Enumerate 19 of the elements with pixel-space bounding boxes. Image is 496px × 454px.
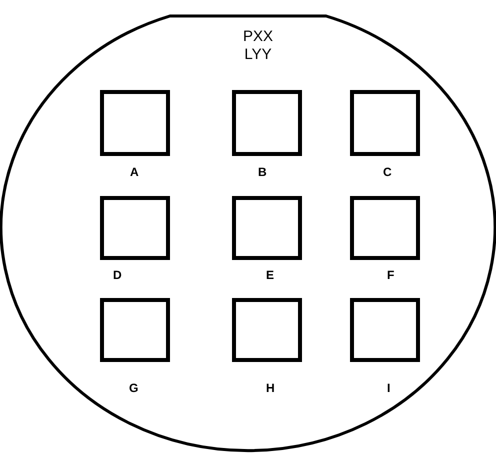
die-square	[350, 298, 420, 362]
die-label: I	[387, 381, 390, 395]
die-square	[232, 298, 302, 362]
die-label: E	[266, 268, 274, 282]
die-square	[100, 298, 170, 362]
die-label: F	[387, 268, 394, 282]
die-square	[232, 90, 302, 156]
die-label: A	[130, 165, 139, 179]
die-square	[100, 90, 170, 156]
die-label: H	[266, 381, 275, 395]
die-square	[232, 196, 302, 260]
wafer-label: PXX LYY	[242, 28, 274, 64]
die-square	[100, 196, 170, 260]
die-square	[350, 196, 420, 260]
die-square	[350, 90, 420, 156]
die-label: G	[129, 381, 138, 395]
die-label: D	[113, 268, 122, 282]
die-label: C	[383, 165, 392, 179]
die-label: B	[258, 165, 267, 179]
